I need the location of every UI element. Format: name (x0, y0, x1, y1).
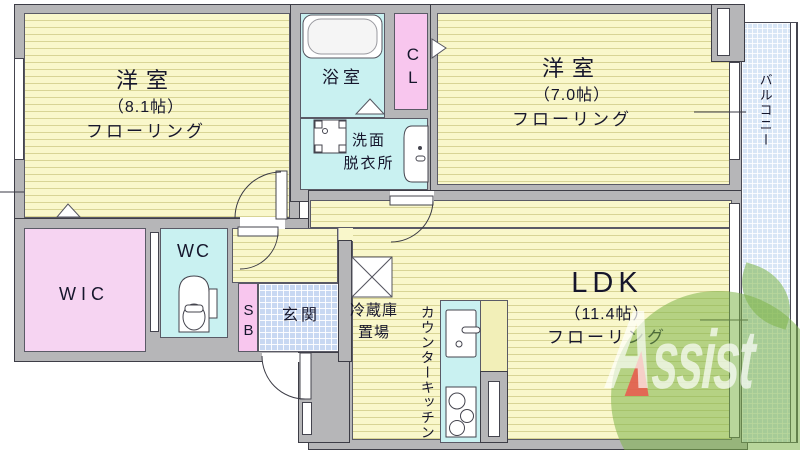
doorway-entrance (262, 353, 302, 362)
bedroom2-floor-type: フローリング (512, 109, 632, 129)
ldk-size: （11.4帖） (564, 305, 650, 323)
shoebox-floor (238, 283, 258, 352)
wic-label: WIC (59, 284, 109, 304)
bedroom2-size: （7.0帖） (533, 87, 611, 105)
bedroom2-label: 洋室 （7.0帖） フローリング (457, 56, 687, 130)
entrance-floor (258, 283, 344, 352)
closet-label: CL (403, 45, 423, 91)
fridge-label: 冷蔵庫 置場 (314, 300, 434, 344)
assist-watermark-text: Assist (604, 287, 756, 412)
window-bedroom1-left (14, 58, 24, 160)
hallway-ldk-opening (339, 228, 353, 241)
kitchen-unit (440, 300, 481, 443)
bathroom-label: 浴室 (322, 68, 364, 87)
top-right-wall-slot (717, 8, 730, 56)
shoebox-label: SB (240, 301, 257, 342)
closet-floor (394, 13, 428, 110)
ldk-label: LDK （11.4帖） フローリング (492, 266, 722, 348)
balcony-label: バルコニー (757, 72, 773, 148)
slot-kitchen-wall (488, 381, 500, 437)
bedroom1-size: （8.1帖） (107, 99, 185, 117)
bedroom2-floor (437, 13, 730, 185)
bedroom2-name: 洋室 (541, 56, 602, 81)
counter-kitchen-label: カウンターキッチン (419, 304, 436, 440)
washroom-label: 洗面 脱衣所 (309, 130, 429, 175)
slot-entry-wall (302, 402, 312, 435)
entrance-label: 玄関 (281, 307, 320, 324)
doorway-bedroom1 (240, 217, 285, 229)
fridge-line2: 置場 (357, 323, 390, 341)
wall-hallway-ldk (338, 240, 352, 362)
bathroom-floor (300, 13, 385, 118)
bedroom1-name: 洋室 (115, 68, 176, 93)
slot-wic-wc-wall (150, 232, 159, 332)
window-bedroom2-balcony (729, 62, 740, 160)
bedroom1-label: 洋室 （8.1帖） フローリング (31, 68, 261, 142)
washroom-line1: 洗面 (351, 132, 386, 149)
wic-floor (24, 228, 146, 352)
ldk-upper-strip-floor (310, 200, 732, 228)
fridge-line1: 冷蔵庫 (349, 302, 398, 319)
ldk-name: LDK (571, 267, 643, 299)
doorway-washroom (390, 191, 434, 202)
wc-label: WC (177, 241, 211, 261)
washroom-line2: 脱衣所 (343, 154, 395, 172)
bedroom1-floor-type: フローリング (86, 121, 206, 141)
hallway-floor (232, 228, 338, 283)
